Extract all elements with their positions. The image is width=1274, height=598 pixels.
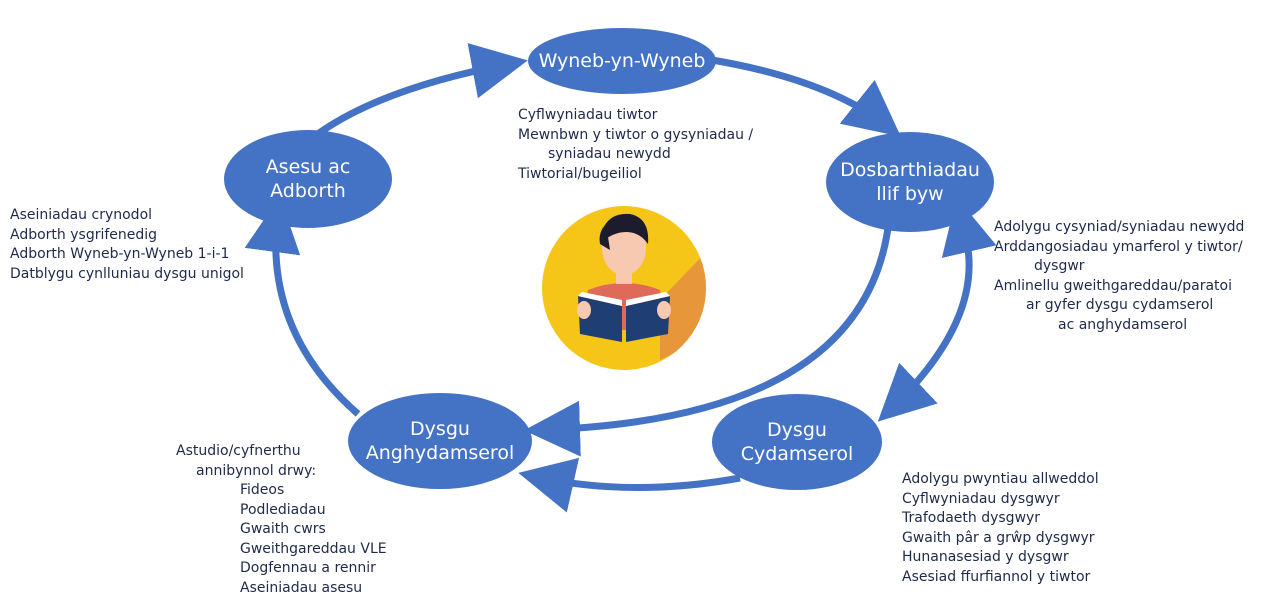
notes-anghydamserol: Astudio/cyfnerthu annibynnol drwy: Fideo… bbox=[176, 442, 387, 598]
notes-asesu: Aseiniadau crynodol Adborth ysgrifenedig… bbox=[10, 206, 244, 284]
node-anghydamserol-label-1: Dysgu bbox=[410, 417, 470, 441]
arrow-dosbarth-cydamserol bbox=[888, 238, 969, 412]
notes-wyneb: Cyflwyniadau tiwtor Mewnbwn y tiwtor o g… bbox=[518, 106, 753, 184]
node-wyneb-yn-wyneb: Wyneb-yn-Wyneb bbox=[528, 28, 716, 94]
node-dysgu-cydamserol: Dysgu Cydamserol bbox=[712, 394, 882, 490]
node-asesu-ac-adborth: Asesu ac Adborth bbox=[224, 130, 392, 228]
note-line: Trafodaeth dysgwyr bbox=[902, 509, 1099, 529]
note-line: Aseiniadau crynodol bbox=[10, 206, 244, 226]
note-line: dysgwr bbox=[994, 257, 1244, 277]
arrow-anghydamserol-to-asesu bbox=[276, 210, 358, 414]
note-line: Tiwtorial/bugeiliol bbox=[518, 165, 753, 185]
student-reading-icon bbox=[542, 206, 720, 370]
note-line: Arddangosiadau ymarferol y tiwtor/ bbox=[994, 238, 1244, 258]
note-line: Aseiniadau asesu bbox=[176, 579, 387, 598]
note-line: Mewnbwn y tiwtor o gysyniadau / bbox=[518, 126, 753, 146]
arrow-cydamserol-to-anghydamserol bbox=[532, 476, 740, 488]
node-dosbarthiadau: Dosbarthiadau llif byw bbox=[826, 132, 994, 232]
note-line: Astudio/cyfnerthu bbox=[176, 442, 387, 462]
node-anghydamserol-label-2: Anghydamserol bbox=[366, 441, 514, 465]
note-line: syniadau newydd bbox=[518, 145, 753, 165]
note-line: Hunanasesiad y dysgwr bbox=[902, 548, 1099, 568]
note-line: Gwaith cwrs bbox=[176, 520, 387, 540]
node-cydamserol-label-2: Cydamserol bbox=[741, 442, 854, 466]
node-dosbarth-label-2: llif byw bbox=[876, 182, 943, 206]
note-line: ar gyfer dysgu cydamserol bbox=[994, 296, 1244, 316]
note-line: Adborth Wyneb-yn-Wyneb 1-i-1 bbox=[10, 245, 244, 265]
note-line: Fideos bbox=[176, 481, 387, 501]
note-line: Datblygu cynlluniau dysgu unigol bbox=[10, 265, 244, 285]
note-line: Dogfennau a rennir bbox=[176, 559, 387, 579]
note-line: Cyflwyniadau dysgwyr bbox=[902, 490, 1099, 510]
node-wyneb-label: Wyneb-yn-Wyneb bbox=[539, 49, 706, 73]
notes-cydamserol: Adolygu pwyntiau allweddol Cyflwyniadau … bbox=[902, 470, 1099, 587]
note-line: Gwaith pâr a grŵp dysgwyr bbox=[902, 529, 1099, 549]
note-line: Adolygu cysyniad/syniadau newydd bbox=[994, 218, 1244, 238]
node-asesu-label-2: Adborth bbox=[270, 179, 346, 203]
note-line: ac anghydamserol bbox=[994, 316, 1244, 336]
note-line: Cyflwyniadau tiwtor bbox=[518, 106, 753, 126]
note-line: Amlinellu gweithgareddau/paratoi bbox=[994, 277, 1244, 297]
node-cydamserol-label-1: Dysgu bbox=[767, 418, 827, 442]
note-line: Podlediadau bbox=[176, 501, 387, 521]
note-line: annibynnol drwy: bbox=[176, 462, 387, 482]
note-line: Asesiad ffurfiannol y tiwtor bbox=[902, 568, 1099, 588]
node-dosbarth-label-1: Dosbarthiadau bbox=[840, 158, 980, 182]
notes-dosbarth: Adolygu cysyniad/syniadau newydd Arddang… bbox=[994, 218, 1244, 335]
note-line: Adolygu pwyntiau allweddol bbox=[902, 470, 1099, 490]
note-line: Adborth ysgrifenedig bbox=[10, 226, 244, 246]
note-line: Gweithgareddau VLE bbox=[176, 540, 387, 560]
arrow-asesu-to-wyneb bbox=[315, 63, 514, 136]
node-asesu-label-1: Asesu ac bbox=[266, 155, 351, 179]
